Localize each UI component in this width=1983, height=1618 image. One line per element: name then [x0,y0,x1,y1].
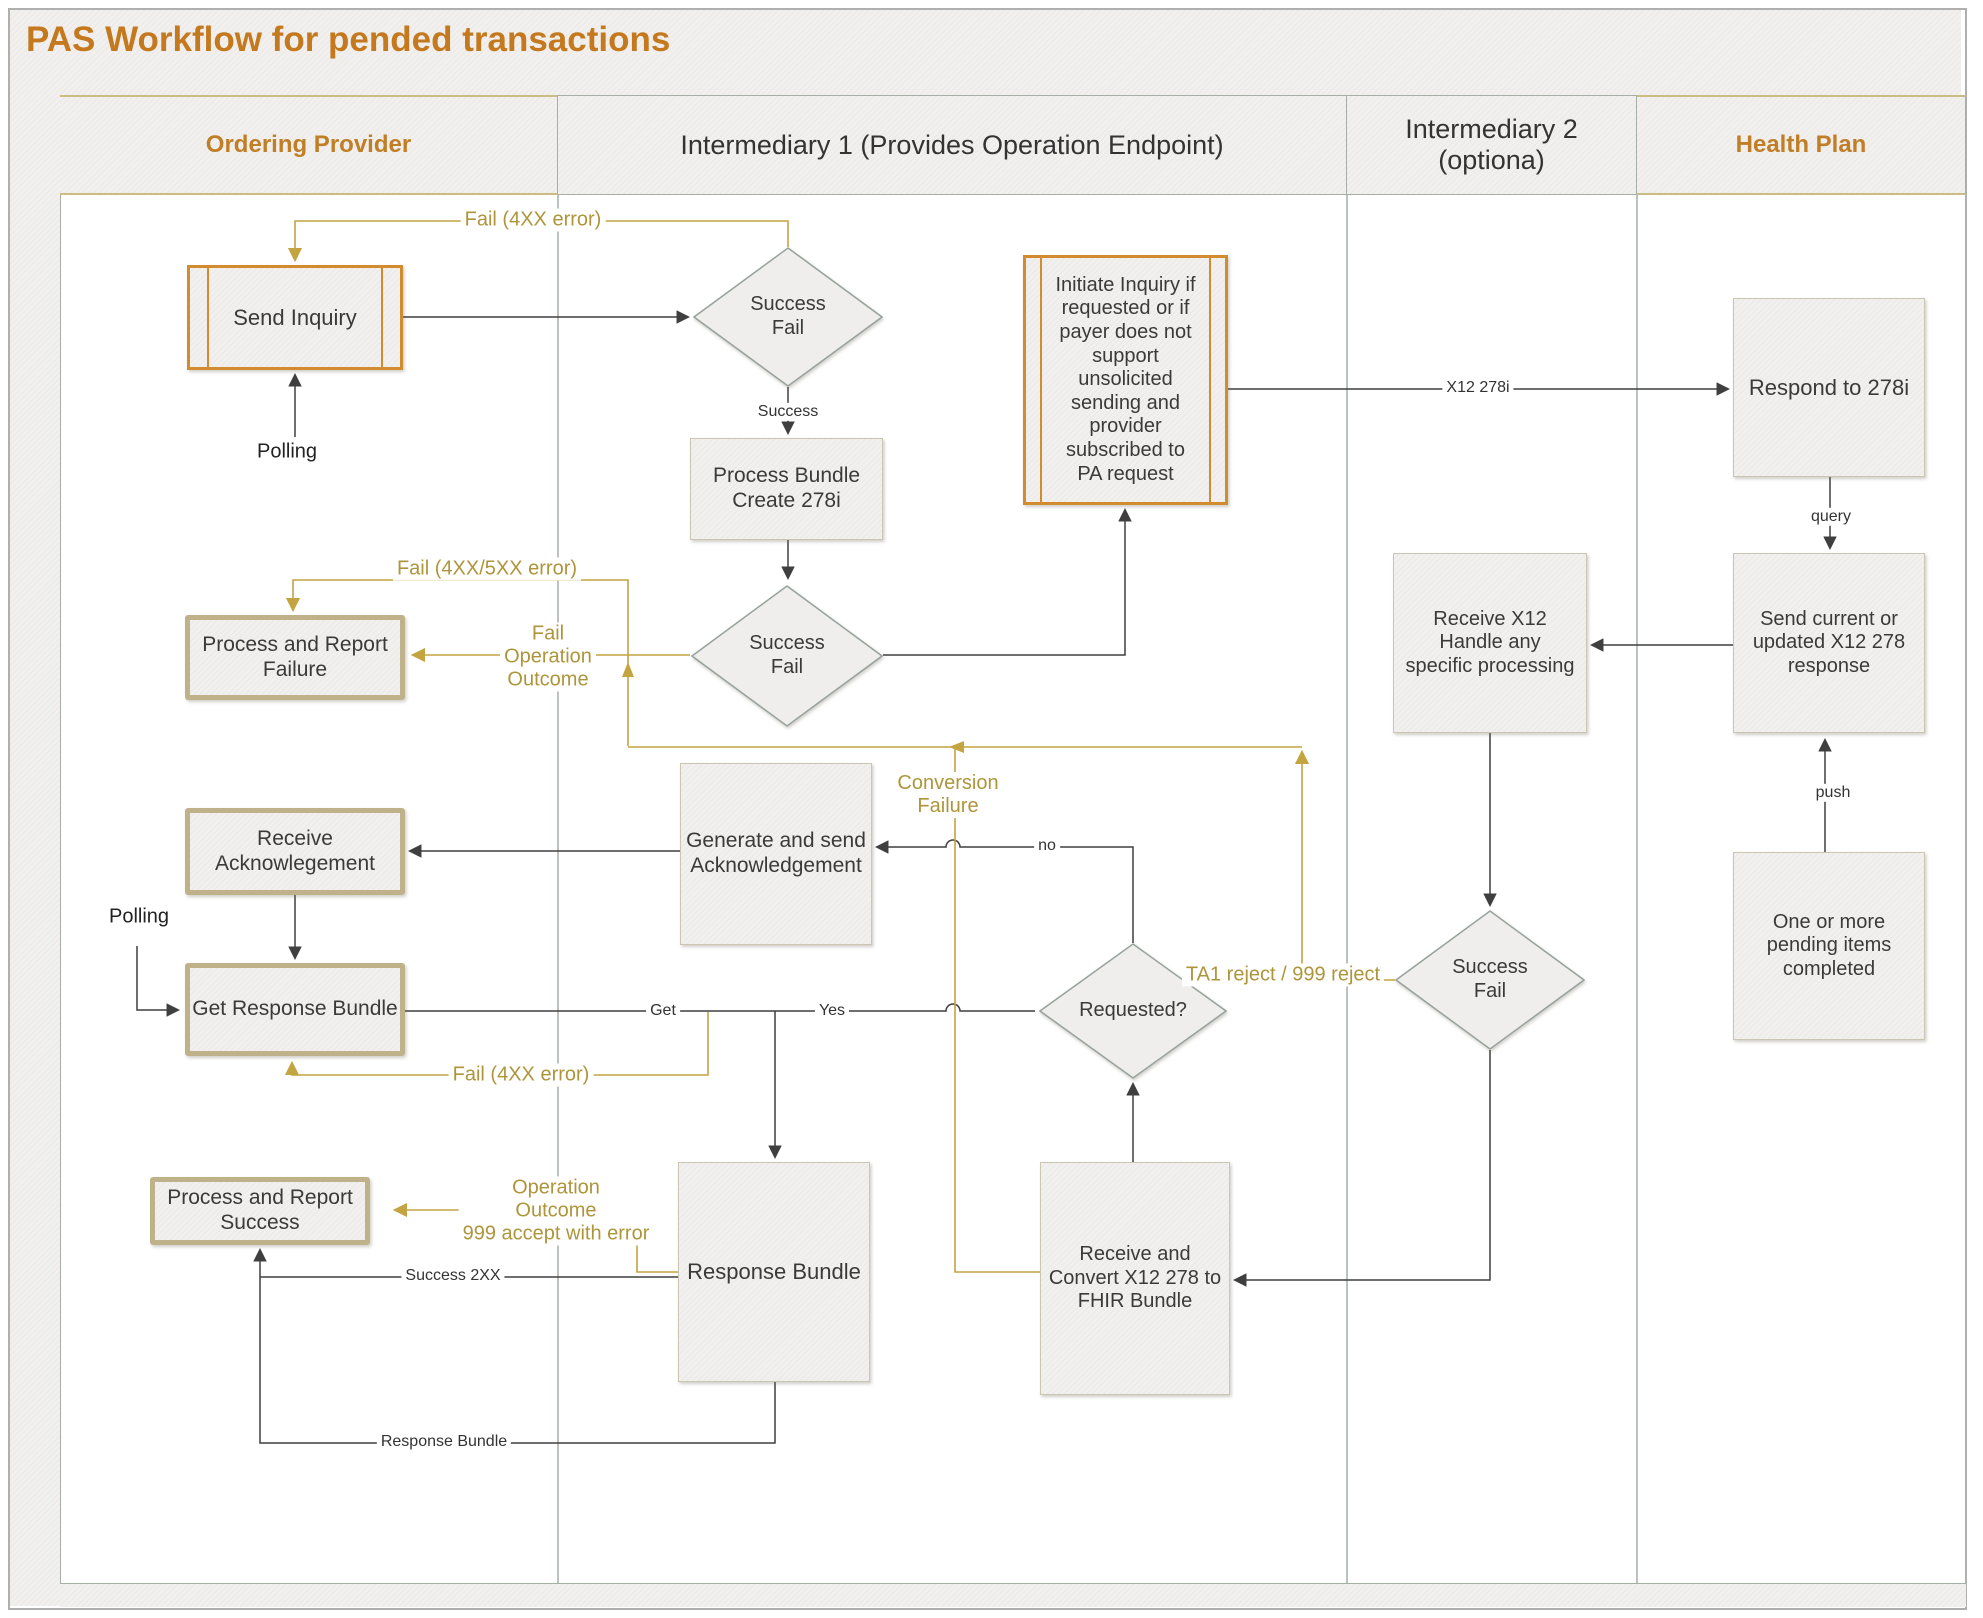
edge-label-no: no [1034,836,1060,856]
edge-decision3-to-receiveconvert [1232,1050,1491,1287]
subprocess-bar [381,268,383,367]
node-send-current-x12-278: Send current or updated X12 278 response [1733,553,1925,733]
subprocess-bar [1040,258,1042,502]
edge-label-fail-4xx5xx: Fail (4XX/5XX error) [392,557,582,581]
edge-responsebundle-return [253,1247,776,1444]
edge-label-x12-278i: X12 278i [1442,378,1514,398]
edge-label-ta1-reject: TA1 reject / 999 reject [1181,963,1385,987]
node-process-bundle-create-278i: Process Bundle Create 278i [690,438,883,540]
lane-header-intermediary2: Intermediary 2 (optiona) [1347,95,1637,195]
edge-label-conversion-failure: Conversion Failure [893,772,1003,818]
node-process-report-success: Process and Report Success [150,1177,370,1245]
node-receive-acknowlegement: Receive Acknowlegement [185,808,405,895]
diagram-title: PAS Workflow for pended transactions [26,20,671,59]
edge-decision2-to-initiate-inquiry [883,507,1132,656]
pool-strip [10,95,61,1606]
lane-header-intermediary1: Intermediary 1 (Provides Operation Endpo… [558,95,1347,195]
node-get-response-bundle: Get Response Bundle [185,963,405,1056]
edge-requested-no [874,839,1134,943]
edge-label-success-2xx: Success 2XX [401,1266,505,1286]
node-decision-success-fail-2: Success Fail [691,585,883,727]
edge-label-get: Get [646,1001,680,1021]
lane-header-health-plan: Health Plan [1637,95,1966,195]
mid-arrow-up-failbus [622,662,634,677]
node-receive-x12: Receive X12 Handle any specific processi… [1393,553,1587,733]
edge-label-push: push [1811,783,1855,803]
edge-label-success: Success [753,402,823,422]
node-send-inquiry: Send Inquiry [187,265,403,370]
lane-separators [557,195,1638,1583]
edge-label-operation-outcome-999: Operation Outcome 999 accept with error [458,1176,654,1246]
edge-get-yes-line [405,1003,1035,1012]
edge-conversion-failure [954,749,1040,1273]
diamond-shape [1039,943,1227,1079]
edge-label-response-bundle: Response Bundle [376,1432,512,1452]
node-decision-requested: Requested? [1039,943,1227,1079]
edge-label-yes: Yes [814,1001,850,1021]
mid-arrow-left-failbus [949,741,964,753]
title-band [10,10,1961,95]
edge-polling-to-getbundle [136,946,181,1017]
edge-label-fail-4xx-top: Fail (4XX error) [460,208,606,232]
node-initiate-inquiry: Initiate Inquiry if requested or if paye… [1023,255,1228,505]
subprocess-bar [1209,258,1211,502]
node-response-bundle: Response Bundle [678,1162,870,1382]
bottom-strip [60,1583,1966,1607]
node-receive-convert-x12: Receive and Convert X12 278 to FHIR Bund… [1040,1162,1230,1395]
edge-label-query: query [1806,507,1856,527]
edge-label-fail-operation-outcome: Fail Operation Outcome [500,622,596,692]
lane-header-ordering-provider: Ordering Provider [60,95,558,195]
diamond-shape [1395,910,1585,1050]
edge-ta1-reject [1294,749,1395,981]
node-decision-success-fail-3: Success Fail [1395,910,1585,1050]
node-one-or-more-pending: One or more pending items completed [1733,852,1925,1040]
diamond-shape [691,585,883,727]
subprocess-bar [207,268,209,367]
node-process-report-failure: Process and Report Failure [185,615,405,700]
edge-label-fail-4xx-lower: Fail (4XX error) [448,1063,594,1087]
node-decision-success-fail-1: Success Fail [693,247,883,387]
node-generate-send-acknowledgement: Generate and send Acknowledgement [680,763,872,945]
node-respond-to-278i: Respond to 278i [1733,298,1925,477]
edge-label-polling-left: Polling [104,905,174,929]
edge-label-polling-top: Polling [252,440,322,464]
diamond-shape [693,247,883,387]
